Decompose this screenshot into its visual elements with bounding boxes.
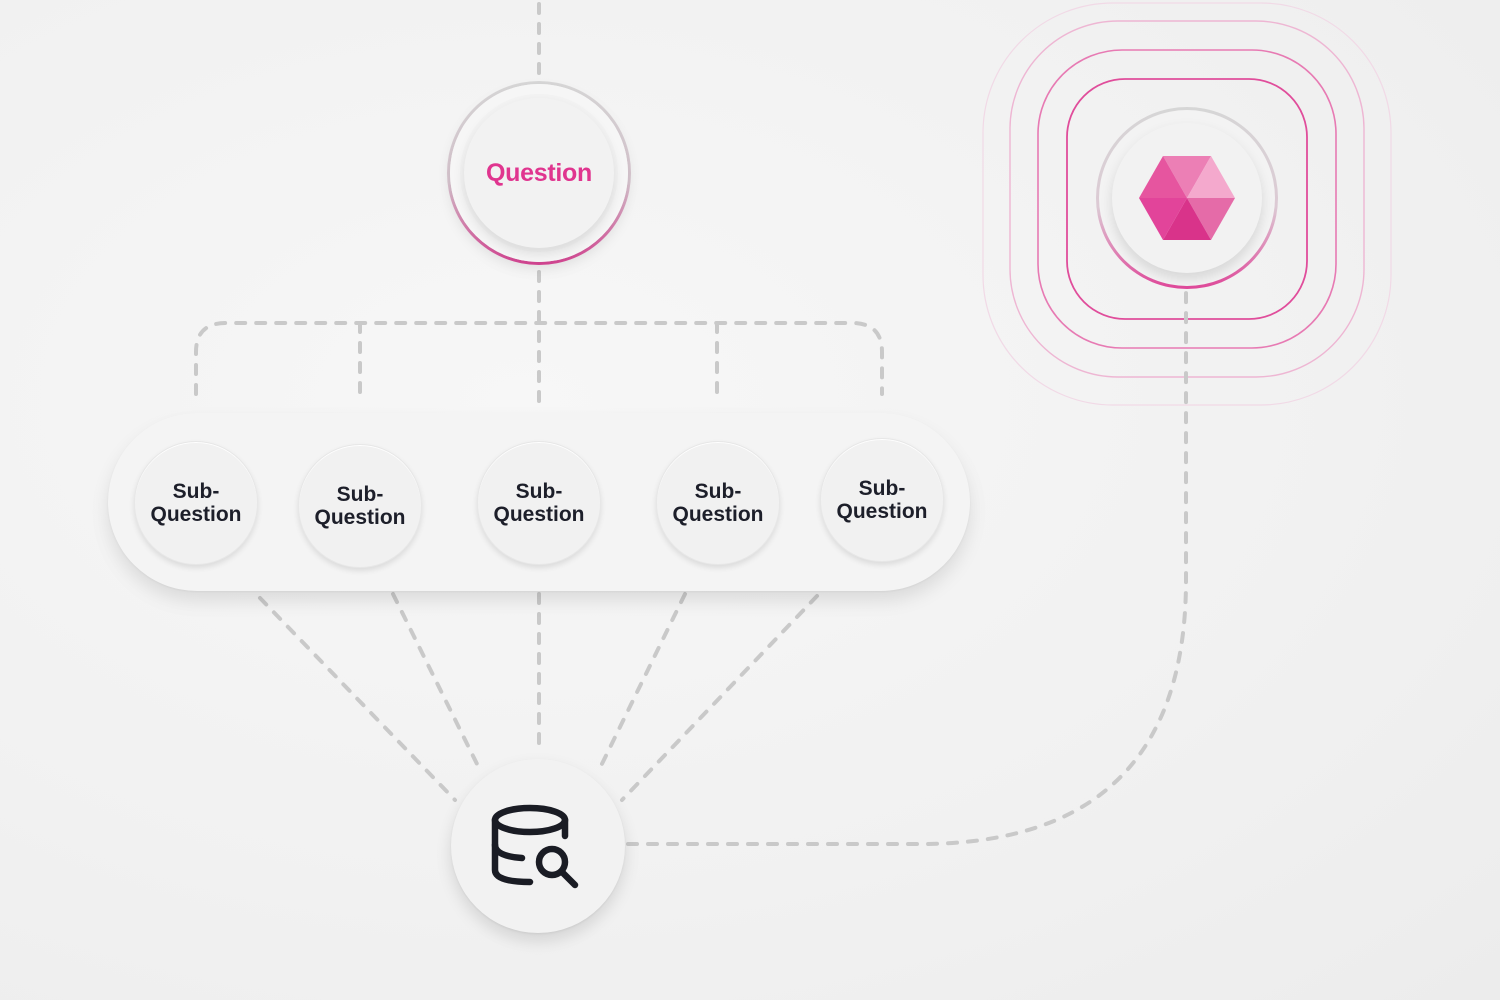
connector-db-model (626, 288, 1188, 846)
sub-question-node-3[interactable]: Sub- Question (477, 441, 601, 565)
sub-question-label: Sub- Question (150, 480, 242, 526)
sub-question-label: Sub- Question (314, 483, 406, 529)
sub-question-node-5[interactable]: Sub- Question (820, 438, 944, 562)
sub-question-label: Sub- Question (493, 480, 585, 526)
connector-branch (194, 321, 884, 396)
question-label: Question (464, 98, 614, 248)
model-node-core (1112, 123, 1262, 273)
sub-question-node-2[interactable]: Sub- Question (298, 444, 422, 568)
sub-question-label: Sub- Question (672, 480, 764, 526)
connector-sub5-db (620, 594, 819, 802)
connector-sub4-db (596, 592, 687, 774)
connector-sub1-db (258, 596, 457, 802)
question-node-ring: Question (450, 84, 628, 262)
hexagon-logo-icon (1139, 156, 1235, 240)
question-node[interactable]: Question (447, 81, 631, 265)
connector-sub2-db (391, 592, 480, 768)
database-search-icon (491, 804, 579, 889)
database-search-node[interactable] (451, 759, 625, 933)
sub-question-label: Sub- Question (836, 477, 928, 523)
sub-question-node-4[interactable]: Sub- Question (656, 441, 780, 565)
model-node[interactable] (1096, 107, 1278, 289)
model-node-ring (1099, 110, 1275, 286)
sub-question-node-1[interactable]: Sub- Question (134, 441, 258, 565)
